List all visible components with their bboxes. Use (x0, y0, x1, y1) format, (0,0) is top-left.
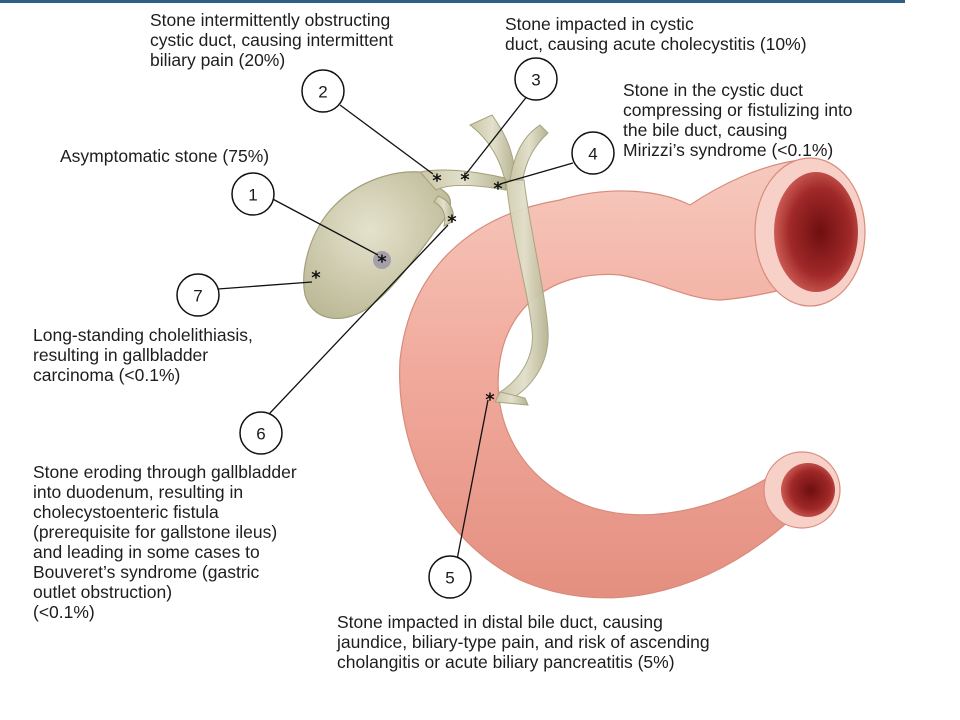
caption-1: Asymptomatic stone (75%) (60, 146, 270, 166)
caption-6: Stone eroding through gallbladder into d… (33, 462, 297, 622)
marker-4: 4 (571, 131, 615, 175)
marker-5: 5 (428, 555, 472, 599)
duodenum-lumen-lower (781, 463, 835, 517)
number-markers: 1 2 3 4 5 6 7 (176, 57, 615, 599)
svg-text:4: 4 (588, 145, 597, 164)
caption-4: Stone in the cystic duct compressing or … (623, 80, 853, 160)
callout-lines (217, 94, 574, 571)
stone-markers: * * * * * * * (311, 170, 503, 411)
marker-3: 3 (514, 57, 558, 101)
star-2: * (432, 171, 442, 192)
svg-text:3: 3 (531, 71, 540, 90)
bile-ducts (469, 114, 549, 406)
caption-7: Long-standing cholelithiasis, resulting … (33, 325, 253, 385)
star-4: * (493, 179, 503, 200)
svg-text:2: 2 (318, 83, 327, 102)
caption-2: Stone intermittently obstructing cystic … (150, 10, 394, 70)
gallstone (373, 251, 391, 269)
svg-text:7: 7 (193, 287, 202, 306)
caption-5: Stone impacted in distal bile duct, caus… (337, 612, 710, 672)
caption-3: Stone impacted in cystic duct, causing a… (505, 14, 807, 54)
duodenum (399, 157, 866, 599)
svg-text:5: 5 (445, 569, 454, 588)
svg-text:1: 1 (248, 186, 257, 205)
star-6: * (447, 212, 457, 233)
star-1: * (377, 252, 387, 273)
marker-7: 7 (176, 273, 220, 317)
top-rule (0, 0, 905, 3)
gallbladder (303, 169, 507, 319)
star-7: * (311, 268, 321, 289)
svg-text:6: 6 (256, 425, 265, 444)
star-3: * (460, 170, 470, 191)
marker-1: 1 (231, 172, 275, 216)
marker-6: 6 (239, 411, 283, 455)
star-5: * (485, 390, 495, 411)
duodenum-lumen-upper (774, 172, 858, 292)
marker-2: 2 (301, 69, 345, 113)
